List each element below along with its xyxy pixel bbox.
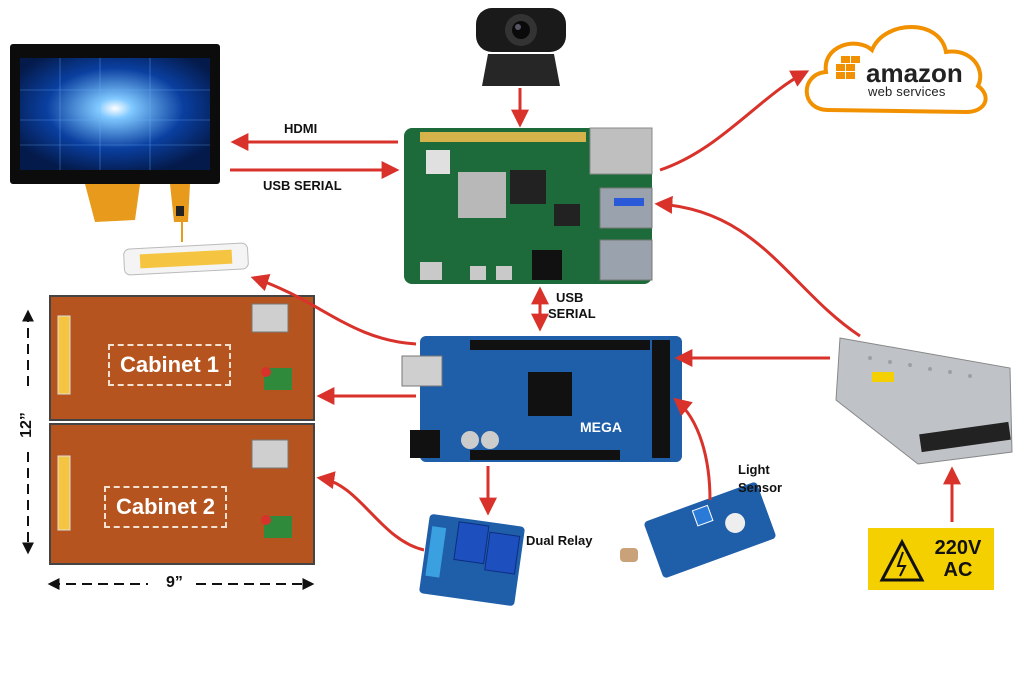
cabinet-1-label: Cabinet 1 bbox=[108, 344, 232, 386]
cabinet-1 bbox=[49, 295, 315, 421]
led-strip bbox=[123, 242, 249, 276]
aws-wordmark: amazon bbox=[866, 58, 963, 88]
arrow-aws bbox=[659, 70, 810, 172]
arrow-led bbox=[250, 274, 417, 346]
light-sensor-module bbox=[620, 482, 776, 578]
height-dimension-label: 12” bbox=[17, 412, 35, 438]
voltage-label-line2: AC bbox=[943, 559, 973, 581]
arduino-mega: MEGA bbox=[401, 336, 682, 462]
raspberry-pi bbox=[404, 127, 653, 284]
arrow-light-sensor bbox=[673, 397, 712, 501]
cabinet-2 bbox=[49, 423, 315, 565]
arrow-cabinet2 bbox=[316, 471, 425, 552]
usb-serial-display-label: USB SERIAL bbox=[263, 178, 342, 193]
arrow-power-pi bbox=[654, 195, 861, 338]
dual-relay-module bbox=[419, 514, 525, 606]
usb-serial-arduino-label-line2: SERIAL bbox=[548, 306, 596, 321]
arduino-board-text: MEGA bbox=[580, 419, 622, 435]
aws-cloud bbox=[804, 25, 988, 115]
high-voltage-label bbox=[868, 528, 994, 590]
width-dimension-label: 9” bbox=[166, 574, 183, 591]
light-sensor-label-line1: Light bbox=[738, 462, 770, 477]
dual-relay-label: Dual Relay bbox=[526, 533, 593, 548]
light-sensor-label-line2: Sensor bbox=[738, 480, 783, 495]
cabinet-2-label: Cabinet 2 bbox=[104, 486, 228, 528]
touch-display bbox=[10, 44, 220, 242]
connection-arrows bbox=[230, 70, 961, 552]
aws-subtitle: web services bbox=[868, 84, 946, 99]
webcam bbox=[476, 8, 566, 86]
power-supply bbox=[835, 337, 1013, 465]
voltage-label-line1: 220V bbox=[934, 537, 982, 559]
hdmi-label: HDMI bbox=[284, 121, 318, 136]
usb-serial-arduino-label-line1: USB bbox=[556, 290, 584, 305]
